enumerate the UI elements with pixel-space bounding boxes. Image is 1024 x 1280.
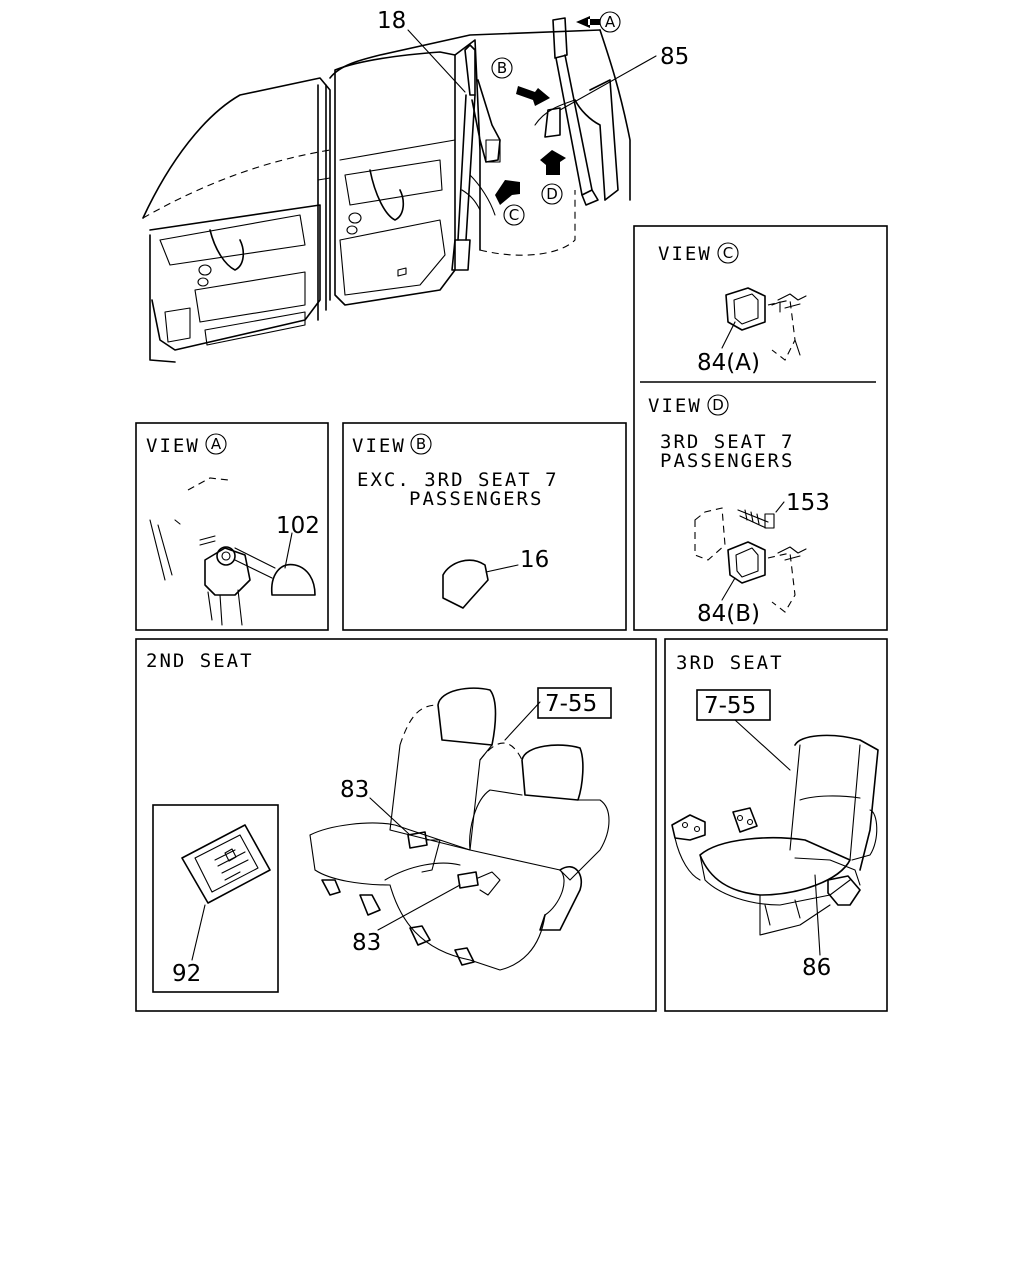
view-a-letter: A — [211, 435, 222, 453]
leader-86 — [814, 874, 821, 956]
leader-85 — [559, 55, 657, 111]
view-c-letter: C — [723, 244, 733, 262]
second-seat-panel — [135, 638, 657, 1012]
view-b-panel — [342, 422, 627, 631]
leader-84b — [721, 577, 736, 601]
arrow-a-label: A — [605, 13, 616, 31]
leader-84a — [721, 321, 736, 349]
view-d-title: VIEW — [648, 395, 702, 417]
arrow-b-icon — [516, 86, 550, 106]
part-153: 153 — [786, 490, 830, 516]
second-seat-drawing — [309, 687, 610, 971]
buckle-83-lower: 83 — [352, 930, 381, 956]
second-seat-ref-box — [537, 687, 612, 719]
callout-left-belt: 18 — [377, 8, 406, 34]
vehicle-interior-drawing — [142, 11, 657, 363]
third-seat-drawing — [671, 734, 879, 936]
view-a-panel — [135, 422, 329, 631]
leader-7-55-third — [734, 719, 791, 771]
leader-153 — [775, 501, 785, 513]
arrow-c-icon — [495, 180, 520, 205]
arrow-d-label: D — [546, 185, 558, 203]
leader-16 — [485, 564, 519, 573]
view-a-title: VIEW — [146, 435, 200, 457]
callout-right-belt: 85 — [660, 44, 689, 70]
inset-92-box — [152, 804, 279, 993]
label-92-drawing — [181, 824, 271, 904]
buckle-83-upper: 83 — [340, 777, 369, 803]
view-c-title: VIEW — [658, 243, 712, 265]
anchor-84b-drawing — [694, 507, 807, 613]
arrow-c-label: C — [509, 206, 519, 224]
second-seat-ref: 7-55 — [545, 691, 597, 717]
third-seat-title: 3RD SEAT — [676, 652, 784, 674]
anchor-84a-drawing — [725, 287, 807, 361]
third-seat-ref-box — [696, 689, 771, 721]
third-seat-panel — [664, 638, 888, 1012]
leader-7-55-second — [504, 701, 541, 741]
view-b-title: VIEW — [352, 435, 406, 457]
leader-92 — [191, 904, 206, 961]
arrow-a-icon — [576, 16, 600, 28]
view-b-note-2: PASSENGERS — [409, 488, 543, 510]
view-b-note-1: EXC. 3RD SEAT 7 — [357, 469, 559, 491]
part-86: 86 — [802, 955, 831, 981]
arrow-d-icon — [540, 150, 566, 175]
part-84a: 84(A) — [697, 350, 760, 376]
part-16: 16 — [520, 547, 549, 573]
view-b-letter: B — [416, 435, 426, 453]
part-84b: 84(B) — [697, 601, 760, 627]
third-seat-ref: 7-55 — [704, 693, 756, 719]
part-102: 102 — [276, 513, 320, 539]
leader-18 — [407, 29, 466, 93]
view-d-note-2: PASSENGERS — [660, 450, 794, 472]
view-cd-panel — [633, 225, 888, 631]
leader-83-upper — [369, 797, 411, 836]
anchor-a-drawing — [149, 477, 316, 626]
part-92: 92 — [172, 961, 201, 987]
leader-83-lower — [377, 884, 461, 931]
second-seat-title: 2ND SEAT — [146, 650, 254, 672]
cover-16-drawing — [442, 559, 489, 609]
view-d-letter: D — [712, 396, 724, 414]
view-d-note-1: 3RD SEAT 7 — [660, 431, 794, 453]
arrow-b-label: B — [497, 59, 507, 77]
leader-102 — [284, 532, 293, 569]
